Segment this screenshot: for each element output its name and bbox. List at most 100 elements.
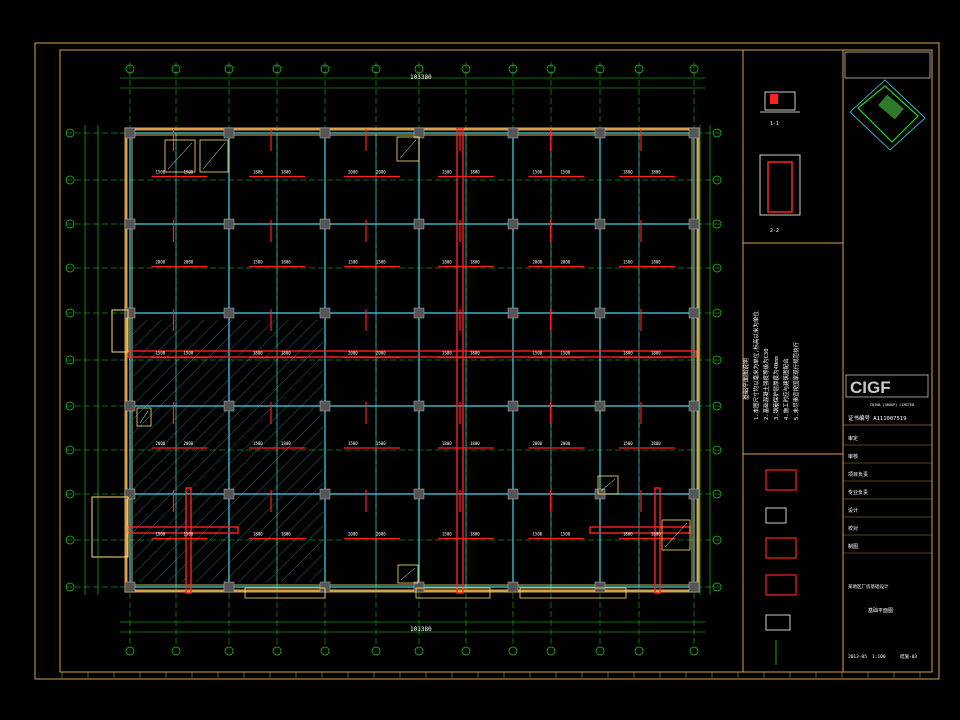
column-pad: [413, 488, 425, 500]
pit-box-mark: [400, 567, 416, 581]
beam-tag-label: 1800: [651, 441, 661, 446]
column-pad: [507, 488, 519, 500]
column-pad: [223, 218, 235, 230]
beam-tag-label: 1800: [470, 532, 480, 537]
beam-tag-label: 1500: [561, 351, 571, 356]
axis-bubble: [546, 64, 556, 74]
beam-tag-label: 1500: [376, 260, 386, 265]
column-pad: [594, 581, 606, 593]
beam-tag-label: 2000: [533, 260, 543, 265]
axis-bubble: [712, 355, 722, 365]
axis-bubble: [371, 64, 381, 74]
dimension-total-top: 103380: [410, 74, 432, 81]
axis-bubble: [634, 646, 644, 656]
pit-box-mark: [167, 142, 193, 170]
column-pad: [223, 307, 235, 319]
column-pad: [688, 581, 700, 593]
beam-tag-label: 1500: [533, 351, 543, 356]
title-block: CIGF CHINA (GROUP) LIMITED 证书编号 A1110075…: [843, 51, 932, 660]
axis-bubble: [65, 308, 75, 318]
beam-tag-label: 1800: [281, 260, 291, 265]
titleblock-row-label: 校对: [848, 525, 858, 532]
main-beam-partial: [654, 487, 661, 594]
column-pad: [319, 400, 331, 412]
logo: CIGF: [850, 378, 891, 397]
section-detail-3: [765, 469, 797, 665]
beam-tag-label: 1800: [623, 170, 633, 175]
pit-box: [199, 139, 229, 173]
beam-tag-label: 1800: [651, 170, 661, 175]
titleblock-row-label: 审核: [848, 453, 858, 460]
pit-box-mark: [600, 478, 616, 492]
beam-tag-label: 1500: [561, 532, 571, 537]
beam-tag-label: 1500: [442, 170, 452, 175]
column-pad: [507, 218, 519, 230]
beam-tag-label: 1800: [623, 351, 633, 356]
axis-bubble: [712, 582, 722, 592]
pit-box: [396, 136, 420, 162]
column-pad: [594, 127, 606, 139]
column-pad: [594, 307, 606, 319]
pit-box-mark: [139, 410, 149, 424]
axis-bubble: [508, 64, 518, 74]
axis-bubble: [508, 646, 518, 656]
column-pad: [319, 218, 331, 230]
main-beam-horizontal: [127, 350, 697, 358]
axis-bubble: [65, 263, 75, 273]
beam-tag-label: 1800: [470, 351, 480, 356]
beam-tag-label: 2000: [561, 260, 571, 265]
column-pad: [688, 488, 700, 500]
pit-box: [164, 139, 196, 173]
beam-tag-label: 1800: [281, 351, 291, 356]
column-pad: [507, 307, 519, 319]
beam-tag-label: 2000: [561, 441, 571, 446]
axis-bubble: [595, 646, 605, 656]
axis-bubble: [171, 646, 181, 656]
pit-box-mark: [202, 142, 226, 170]
beam-tag-label: 1800: [253, 170, 263, 175]
column-pad: [223, 581, 235, 593]
beam-tag-label: 1800: [442, 441, 452, 446]
drawing-title: 基础平面图: [868, 607, 893, 614]
pit-box-mark: [664, 522, 688, 548]
beam-tag-label: 2000: [184, 260, 194, 265]
beam-tag-label: 1800: [470, 441, 480, 446]
note-line: 5.未尽事宜按国家现行规范执行: [792, 341, 800, 420]
note-line: 2.基础混凝土强度等级为C30: [762, 348, 770, 420]
axis-bubble: [712, 489, 722, 499]
axis-bubble: [65, 175, 75, 185]
axis-bubble: [712, 128, 722, 138]
axis-bubble: [65, 219, 75, 229]
column-pad: [594, 218, 606, 230]
axis-bubble: [272, 646, 282, 656]
axis-bubble: [712, 308, 722, 318]
pit-box: [136, 407, 152, 427]
titleblock-row-label: 设计: [848, 507, 858, 514]
beam-tag-label: 1800: [281, 170, 291, 175]
beam-tag-label: 1500: [253, 441, 263, 446]
titleblock-row-label: 专业负责: [848, 489, 868, 496]
column-pad: [124, 488, 136, 500]
beam-tag-label: 1800: [442, 260, 452, 265]
beam-tag-label: 2000: [156, 260, 166, 265]
building-wall: [124, 127, 700, 593]
beam-tag-label: 1500: [253, 260, 263, 265]
beam-tag-label: 1500: [533, 170, 543, 175]
column-pad: [413, 581, 425, 593]
wall-bump: [91, 496, 129, 558]
axis-bubble: [320, 64, 330, 74]
beam-tag-label: 1800: [470, 260, 480, 265]
beam-tag-label: 1500: [156, 170, 166, 175]
wall-bump: [111, 309, 129, 353]
axis-bubble: [65, 489, 75, 499]
beam-tag-label: 1500: [348, 260, 358, 265]
column-pad: [223, 400, 235, 412]
main-beam-partial: [185, 487, 192, 594]
axis-bubble: [712, 219, 722, 229]
beam-tag-label: 1800: [623, 532, 633, 537]
beam-tag-label: 1800: [651, 260, 661, 265]
design-notes: 基础平面图说明: [742, 358, 750, 400]
beam-tag-label: 1500: [156, 532, 166, 537]
column-pad: [688, 127, 700, 139]
